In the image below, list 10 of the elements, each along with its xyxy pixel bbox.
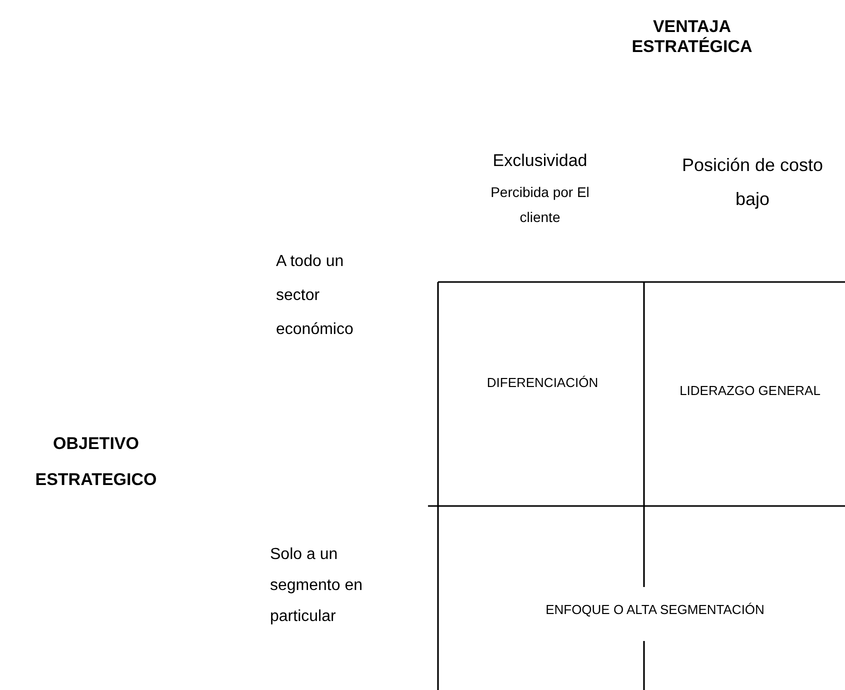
quadrant-label: LIDERAZGO GENERAL [678, 382, 822, 400]
row-header: Solo a un segmento en particular [270, 545, 364, 627]
column-header: Posición de costo bajo [680, 154, 824, 211]
column-header: Exclusividad [492, 151, 588, 171]
column-subheader: Percibida por El cliente [490, 183, 590, 227]
axis-title: OBJETIVO ESTRATEGICO [34, 433, 158, 491]
quadrant-label: ENFOQUE O ALTA SEGMENTACIÓN [544, 602, 766, 617]
row-header: A todo un sector económico [276, 252, 354, 340]
heading: VENTAJA ESTRATÉGICA [630, 17, 754, 57]
quadrant-label: DIFERENCIACIÓN [486, 375, 600, 390]
